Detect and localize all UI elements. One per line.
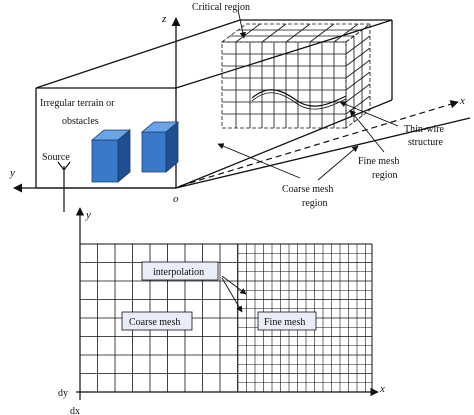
label-mesh-x: x bbox=[379, 383, 385, 395]
label-thin-wire-1: Thin-wire bbox=[404, 124, 445, 135]
arrow-interp-1 bbox=[221, 275, 247, 295]
interpolation-box bbox=[141, 261, 219, 281]
bottom-2d-view: interpolation Coarse mesh Fine mesh y x … bbox=[58, 207, 385, 415]
label-source: Source bbox=[42, 152, 70, 163]
label-axis-o: o bbox=[173, 193, 179, 205]
arrow-interp-2 bbox=[221, 277, 243, 313]
label-axis-x: x bbox=[459, 95, 465, 107]
critical-region-grid bbox=[220, 23, 372, 129]
label-critical-region: Critical region bbox=[192, 2, 250, 13]
label-fine-mesh-1: Fine mesh bbox=[358, 156, 399, 167]
fine-mesh-box bbox=[257, 311, 317, 331]
floor-edge bbox=[175, 117, 471, 189]
label-axis-z: z bbox=[161, 13, 167, 25]
label-axis-y: y bbox=[9, 167, 15, 179]
coarse-mesh-box bbox=[121, 311, 193, 331]
arrow-critical bbox=[237, 9, 246, 39]
label-mesh-y: y bbox=[85, 209, 91, 221]
top-3d-view: Critical region Irregular terrain or obs… bbox=[9, 2, 471, 212]
label-interpolation: interpolation bbox=[153, 267, 204, 278]
label-coarse-mesh-1: Coarse mesh bbox=[282, 184, 333, 195]
label-coarse-mesh-2: region bbox=[302, 198, 328, 209]
label-dy: dy bbox=[58, 388, 68, 399]
label-terrain-2: obstacles bbox=[62, 116, 99, 127]
label-dx: dx bbox=[70, 406, 80, 415]
obstacle-2 bbox=[140, 121, 180, 173]
arrow-coarsemesh-2 bbox=[317, 145, 359, 181]
label-fine-mesh: Fine mesh bbox=[264, 317, 305, 328]
arrow-finemesh bbox=[349, 109, 385, 153]
label-terrain-1: Irregular terrain or bbox=[40, 98, 115, 109]
arrow-coarsemesh-1 bbox=[217, 143, 301, 179]
source-antenna bbox=[57, 161, 71, 212]
label-thin-wire-2: structure bbox=[408, 137, 444, 148]
label-fine-mesh-2: region bbox=[372, 170, 398, 181]
arrow-thinwire bbox=[339, 101, 399, 127]
x-axis-dashed bbox=[179, 100, 459, 187]
label-coarse-mesh: Coarse mesh bbox=[129, 317, 180, 328]
thin-wire bbox=[251, 89, 347, 107]
obstacle-1 bbox=[90, 129, 132, 183]
